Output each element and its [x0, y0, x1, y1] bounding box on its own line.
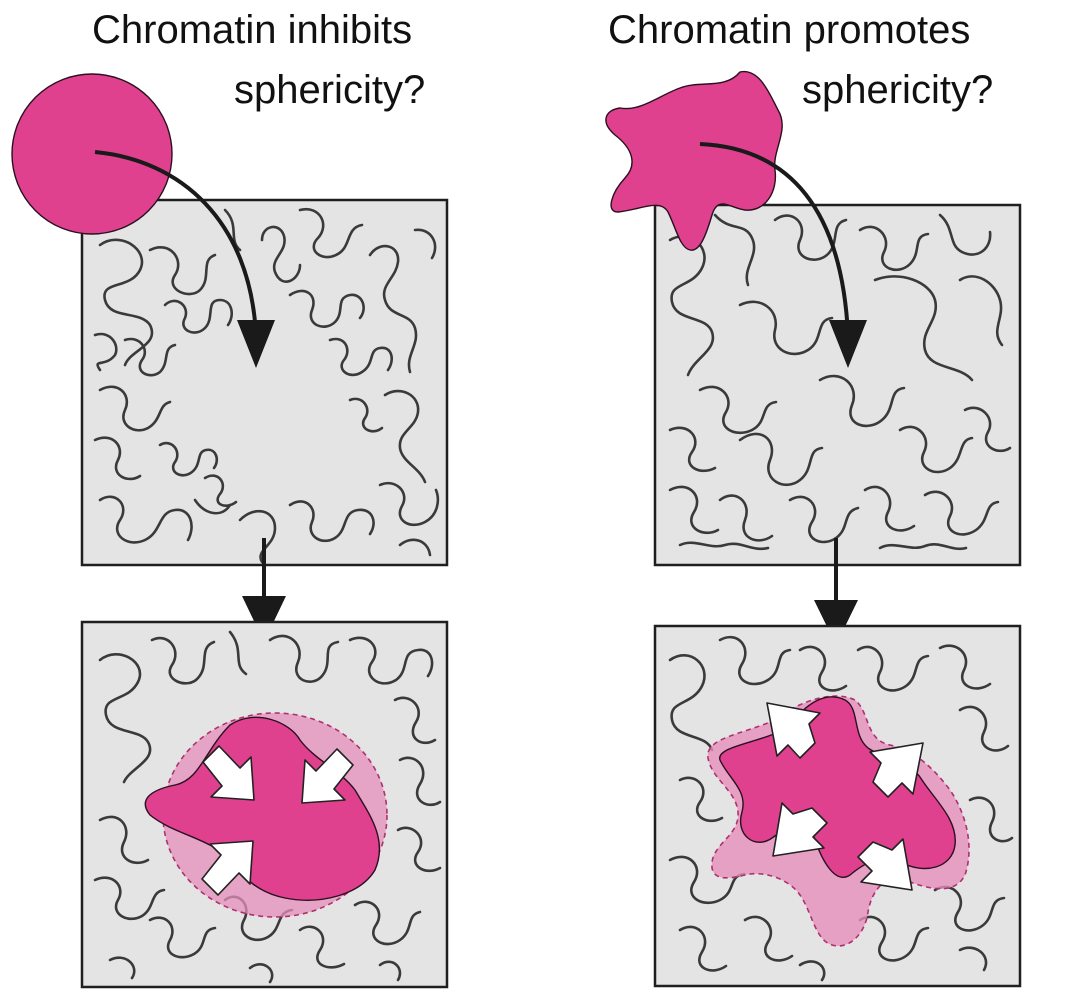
irregular-droplet [605, 71, 783, 251]
outward-arrow-icon [857, 838, 913, 891]
insertion-arrow-left [94, 150, 275, 368]
outward-arrow-icon [772, 802, 828, 857]
left-title-line-1: Chromatin inhibits [92, 8, 413, 52]
right-title-line-1: Chromatin promotes [608, 8, 971, 52]
chromatin-network [668, 635, 1014, 982]
chromatin-network [93, 207, 440, 564]
outward-arrow-icon [869, 742, 924, 798]
right-bottom-panel [653, 624, 1022, 988]
outward-arrow-icon [766, 702, 821, 759]
left-bottom-panel [80, 620, 449, 989]
spherical-droplet [11, 73, 173, 235]
transition-arrow-left [242, 538, 286, 642]
inward-arrow-icon [201, 840, 254, 896]
chromatin-network [93, 630, 442, 984]
chromatin-network [668, 213, 1012, 551]
right-title-line-2: sphericity? [802, 68, 994, 112]
inward-arrow-icon [202, 745, 255, 801]
transition-arrow-right [814, 538, 858, 645]
nucleus-box [80, 198, 449, 567]
inward-force-arrows [201, 745, 354, 896]
inward-arrow-icon [301, 748, 354, 804]
left-top-panel [80, 198, 449, 567]
insertion-arrow-right [699, 142, 867, 368]
outward-force-arrows [766, 702, 924, 891]
left-title-line-2: sphericity? [234, 68, 426, 112]
